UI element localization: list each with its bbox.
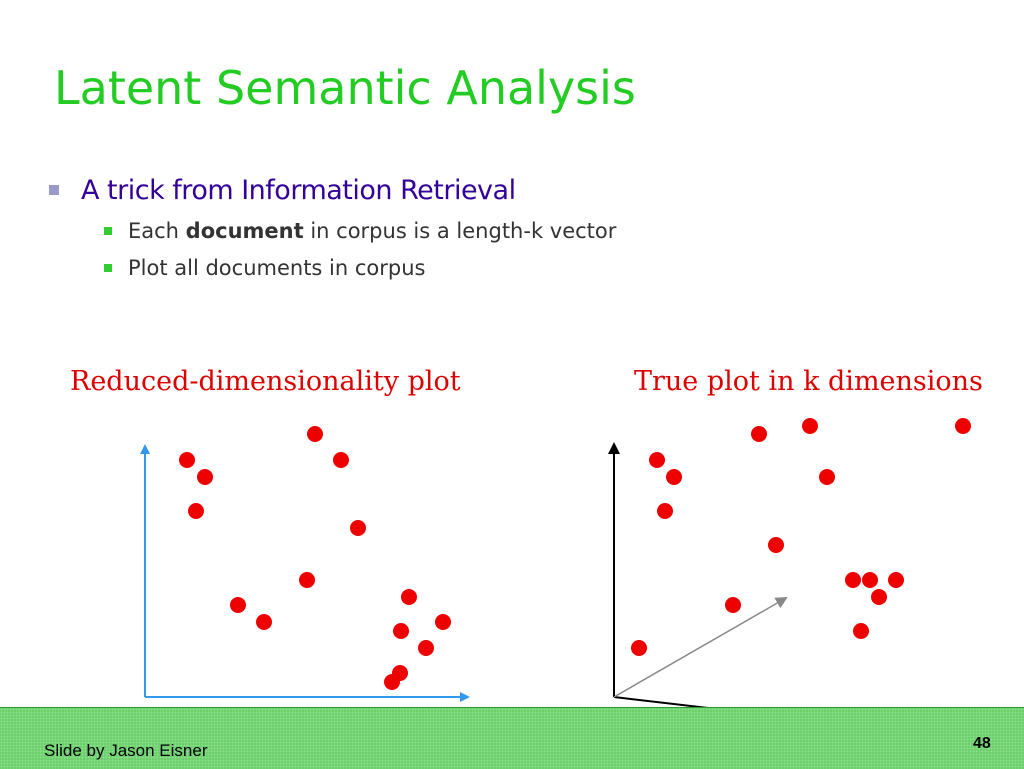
document-dot xyxy=(871,589,887,605)
footer-bar xyxy=(0,707,1024,769)
document-dot xyxy=(435,614,451,630)
right-dots xyxy=(631,418,971,656)
bullet-text: A trick from Information Retrieval xyxy=(81,174,516,206)
document-dot xyxy=(631,640,647,656)
document-dot xyxy=(768,537,784,553)
document-dot xyxy=(384,674,400,690)
document-dot xyxy=(299,572,315,588)
page-number: 48 xyxy=(973,735,991,752)
left-dots xyxy=(179,426,451,690)
caption-right: True plot in k dimensions xyxy=(634,366,983,397)
document-dot xyxy=(657,503,673,519)
caption-left: Reduced-dimensionality plot xyxy=(70,366,461,397)
square-bullet-icon xyxy=(104,227,112,235)
document-dot xyxy=(955,418,971,434)
sub-bullet-text: Each document in corpus is a length-k ve… xyxy=(128,219,616,243)
document-dot xyxy=(649,452,665,468)
document-dot xyxy=(725,597,741,613)
sub-text-after: in corpus is a length-k vector xyxy=(303,219,617,243)
sub-bullet-text: Plot all documents in corpus xyxy=(128,256,426,280)
bullet-level1: A trick from Information Retrieval xyxy=(49,170,516,210)
document-dot xyxy=(188,503,204,519)
document-dot xyxy=(333,452,349,468)
document-dot xyxy=(845,572,861,588)
sub-text-bold: document xyxy=(185,219,304,243)
footer-credit: Slide by Jason Eisner xyxy=(44,741,208,760)
document-dot xyxy=(401,589,417,605)
document-dot xyxy=(802,418,818,434)
document-dot xyxy=(862,572,878,588)
document-dot xyxy=(197,469,213,485)
document-dot xyxy=(179,452,195,468)
document-dot xyxy=(888,572,904,588)
document-dot xyxy=(666,469,682,485)
square-bullet-icon xyxy=(104,264,112,272)
sub-bullet-document: Each document in corpus is a length-k ve… xyxy=(104,216,616,246)
document-dot xyxy=(230,597,246,613)
document-dot xyxy=(819,469,835,485)
document-dot xyxy=(751,426,767,442)
slide-title: Latent Semantic Analysis xyxy=(54,61,636,115)
document-dot xyxy=(307,426,323,442)
sub-bullet-plot: Plot all documents in corpus xyxy=(104,253,425,283)
sub-text-before: Each xyxy=(128,219,186,243)
document-dot xyxy=(418,640,434,656)
document-dot xyxy=(853,623,869,639)
vector-arrow xyxy=(613,597,788,698)
square-bullet-icon xyxy=(49,185,59,195)
document-dot xyxy=(350,520,366,536)
document-dot xyxy=(393,623,409,639)
document-dot xyxy=(256,614,272,630)
